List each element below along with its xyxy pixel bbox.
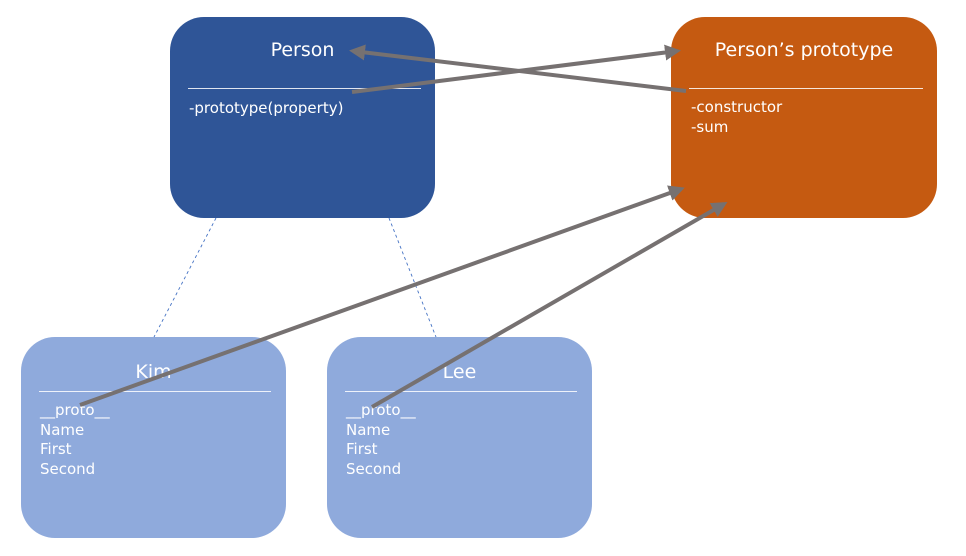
- prototype-node-items: -constructor -sum: [691, 98, 782, 137]
- edge-person-to-kim-dashed: [153, 217, 217, 338]
- kim-item-second: Second: [40, 459, 96, 478]
- prototype-item-constructor: -constructor: [691, 98, 783, 116]
- prototype-node-title: Person’s prototype: [714, 39, 894, 61]
- lee-item-proto: __proto__: [346, 401, 416, 419]
- kim-item-name: Name: [40, 420, 85, 439]
- lee-item-second: Second: [346, 459, 402, 478]
- lee-node-title: Lee: [442, 361, 477, 383]
- edge-person-to-lee-dashed: [388, 217, 437, 338]
- lee-node-items: __proto__ Name First Second: [346, 401, 416, 479]
- person-node-items: -prototype(property): [189, 99, 343, 119]
- kim-node-title: Kim: [135, 361, 172, 383]
- person-node: Person -prototype(property): [170, 17, 435, 218]
- lee-node: Lee __proto__ Name First Second: [327, 337, 592, 538]
- kim-item-first: First: [40, 440, 72, 458]
- kim-node: Kim __proto__ Name First Second: [21, 337, 286, 538]
- kim-node-items: __proto__ Name First Second: [40, 401, 110, 479]
- lee-item-name: Name: [346, 420, 391, 439]
- person-node-title: Person: [270, 39, 335, 61]
- lee-node-divider: [345, 391, 577, 392]
- prototype-node: Person’s prototype -constructor -sum: [671, 17, 937, 218]
- prototype-item-sum: -sum: [691, 117, 729, 136]
- prototype-node-divider: [689, 88, 923, 89]
- kim-item-proto: __proto__: [40, 401, 110, 419]
- person-item-prototype: -prototype(property): [189, 99, 344, 117]
- lee-item-first: First: [346, 440, 378, 458]
- kim-node-divider: [39, 391, 271, 392]
- person-node-divider: [188, 88, 421, 89]
